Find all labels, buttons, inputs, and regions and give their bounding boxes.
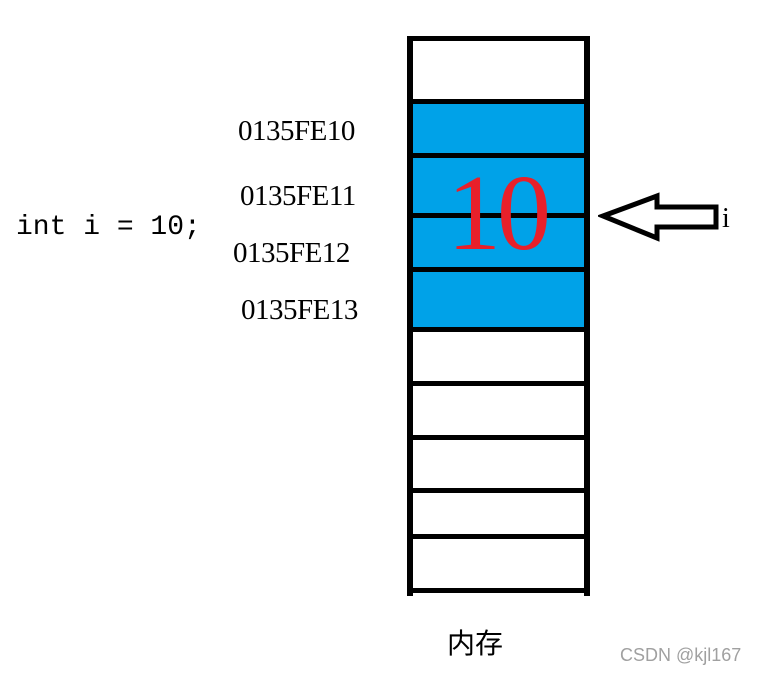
cell-divider bbox=[407, 381, 590, 386]
cell-divider bbox=[407, 588, 590, 593]
cell-divider bbox=[407, 36, 590, 41]
memory-caption: 内存 bbox=[447, 627, 504, 660]
memory-left-border bbox=[407, 326, 413, 596]
code-statement: int i = 10; bbox=[16, 212, 201, 243]
memory-right-border bbox=[584, 36, 590, 326]
cell-divider bbox=[407, 534, 590, 539]
address-label-0: 0135FE10 bbox=[238, 115, 355, 147]
left-arrow-icon bbox=[598, 192, 719, 242]
variable-label: i bbox=[722, 203, 730, 234]
watermark: CSDN @kjl167 bbox=[620, 645, 742, 665]
address-label-1: 0135FE11 bbox=[240, 180, 356, 212]
cell-divider bbox=[407, 435, 590, 440]
cell-divider bbox=[407, 488, 590, 493]
cell-divider bbox=[407, 327, 590, 332]
cell-divider bbox=[407, 99, 590, 104]
address-label-3: 0135FE13 bbox=[241, 294, 358, 326]
cell-divider bbox=[407, 153, 590, 158]
cell-divider bbox=[407, 267, 590, 272]
memory-left-border bbox=[407, 36, 413, 326]
memory-right-border bbox=[584, 320, 590, 596]
address-label-2: 0135FE12 bbox=[233, 237, 350, 269]
stored-value: 10 bbox=[447, 154, 551, 273]
cell-divider bbox=[407, 213, 590, 218]
